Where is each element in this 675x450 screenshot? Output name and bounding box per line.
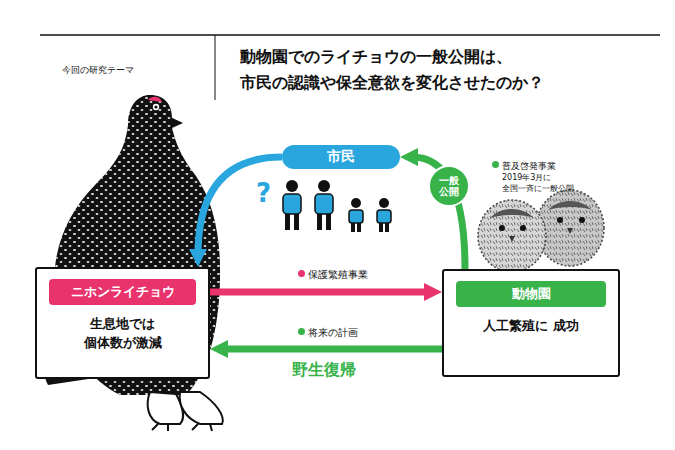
node-label: 市民 [327, 148, 355, 166]
section-label: 今回の研究テーマ [62, 65, 134, 75]
bullet-dot [298, 328, 305, 335]
edge-label-wrap: 野生復帰 [292, 359, 356, 381]
box-body: 人工繁殖に 成功 [483, 317, 579, 336]
project-note: 普及啓発事業 [502, 161, 556, 171]
bullet-dot [298, 270, 305, 277]
group-pill: 市民 [282, 145, 400, 169]
question-mark-wrap: ? [256, 176, 271, 211]
box-heading: ニホンライチョウ [49, 279, 196, 305]
flow-arrow [198, 157, 282, 255]
project-note-wrap: 普及啓発事業 [492, 160, 612, 172]
diagram-title: 動物園でのライチョウの一般公開は、 市民の認識や保全意欲を変化させたのか？ [240, 44, 660, 95]
edge-label: 保護繁殖事業 [308, 269, 368, 280]
grouse-figure [44, 95, 223, 431]
box-body: 生息地では 個体数が激減 [63, 315, 183, 353]
header-lines [40, 35, 660, 100]
box-heading: 動物園 [456, 281, 606, 307]
date-note: 2019年3月に 全国一斉に一般公開 [502, 173, 574, 193]
bullet-dot [492, 161, 499, 168]
label-badge: 一般公開 [428, 165, 470, 207]
plan-note-wrap: 将来の計画 [298, 326, 418, 340]
zoo-box: 動物園人工繁殖に 成功 [442, 269, 620, 377]
subject-box: ニホンライチョウ生息地では 個体数が激減 [35, 267, 210, 379]
edge-label: 野生復帰 [292, 360, 356, 379]
flow-arrow [222, 346, 442, 353]
date-note-wrap: 2019年3月に 全国一斉に一般公開 [502, 173, 598, 195]
flow-arrow [210, 289, 430, 296]
question-mark: ? [256, 178, 271, 208]
edge-label-wrap: 保護繁殖事業 [298, 268, 368, 282]
plan-note: 将来の計画 [308, 327, 358, 338]
edge-label: 一般公開 [438, 175, 460, 198]
people-icons [283, 180, 391, 232]
section-label-wrap: 今回の研究テーマ [62, 64, 202, 76]
chicks-figure [478, 190, 604, 272]
